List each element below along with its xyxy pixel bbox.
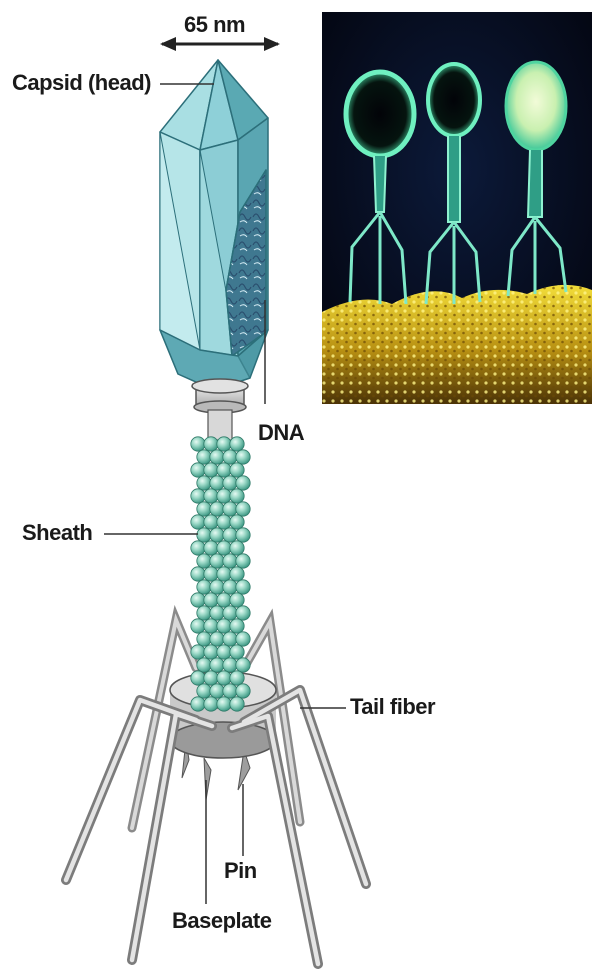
tail-fiber-label: Tail fiber	[350, 694, 435, 720]
sheath-bead	[191, 697, 205, 711]
sheath-bead	[210, 580, 224, 594]
sheath-bead	[236, 450, 250, 464]
sheath-bead	[197, 476, 211, 490]
sheath-bead	[191, 619, 205, 633]
sheath-bead	[230, 463, 244, 477]
sheath-bead	[210, 502, 224, 516]
sheath-bead	[223, 580, 237, 594]
sheath-bead	[191, 541, 205, 555]
scale-label: 65 nm	[184, 12, 245, 38]
sheath-bead	[197, 632, 211, 646]
sheath-bead	[217, 515, 231, 529]
sheath-bead	[204, 515, 218, 529]
sheath-bead	[204, 463, 218, 477]
sheath-bead	[197, 684, 211, 698]
sheath-bead	[191, 567, 205, 581]
sheath-bead	[197, 450, 211, 464]
sheath-bead	[191, 645, 205, 659]
dna-label: DNA	[258, 420, 304, 446]
sheath-bead	[236, 580, 250, 594]
sheath-bead	[230, 671, 244, 685]
sheath-beads	[191, 437, 250, 711]
sheath-bead	[191, 671, 205, 685]
sheath-bead	[217, 463, 231, 477]
sheath-bead	[236, 476, 250, 490]
sheath-bead	[230, 489, 244, 503]
sheath-bead	[230, 593, 244, 607]
sheath-bead	[204, 593, 218, 607]
sheath-bead	[223, 528, 237, 542]
sheath-bead	[230, 437, 244, 451]
sheath-bead	[197, 606, 211, 620]
sheath-bead	[217, 541, 231, 555]
capsid	[160, 60, 268, 390]
capsid-label: Capsid (head)	[12, 70, 151, 96]
sheath-bead	[210, 528, 224, 542]
sheath-bead	[217, 619, 231, 633]
sheath-bead	[197, 528, 211, 542]
sheath-bead	[204, 541, 218, 555]
sheath-label: Sheath	[22, 520, 92, 546]
collar	[192, 379, 248, 440]
sheath-bead	[230, 697, 244, 711]
sheath-bead	[197, 554, 211, 568]
sheath-bead	[223, 632, 237, 646]
sheath-bead	[204, 697, 218, 711]
sheath-bead	[230, 567, 244, 581]
sheath-bead	[236, 554, 250, 568]
sheath-bead	[236, 658, 250, 672]
sheath-bead	[230, 515, 244, 529]
pin-label: Pin	[224, 858, 257, 884]
sheath-bead	[210, 476, 224, 490]
sheath-bead	[217, 645, 231, 659]
sheath-bead	[204, 645, 218, 659]
sheath-bead	[217, 489, 231, 503]
sheath-bead	[204, 671, 218, 685]
sheath-bead	[210, 450, 224, 464]
sheath-bead	[217, 567, 231, 581]
sheath-bead	[210, 684, 224, 698]
sheath-bead	[223, 450, 237, 464]
sheath-bead	[223, 684, 237, 698]
sheath-bead	[191, 437, 205, 451]
sheath-bead	[217, 437, 231, 451]
sheath-bead	[230, 541, 244, 555]
sheath-bead	[210, 554, 224, 568]
sheath-bead	[191, 489, 205, 503]
sheath-bead	[197, 502, 211, 516]
sheath-bead	[191, 515, 205, 529]
sheath-bead	[191, 593, 205, 607]
sheath-bead	[217, 671, 231, 685]
sheath-bead	[230, 619, 244, 633]
baseplate-label: Baseplate	[172, 908, 271, 934]
sheath-bead	[210, 658, 224, 672]
sheath-bead	[223, 554, 237, 568]
sheath-bead	[236, 632, 250, 646]
sheath-bead	[191, 463, 205, 477]
sheath-bead	[223, 658, 237, 672]
sheath-bead	[197, 580, 211, 594]
sheath-bead	[204, 489, 218, 503]
sheath-bead	[223, 606, 237, 620]
sheath-bead	[236, 528, 250, 542]
sheath-bead	[204, 567, 218, 581]
sheath-bead	[217, 697, 231, 711]
sheath-bead	[217, 593, 231, 607]
sheath-bead	[236, 684, 250, 698]
sheath-bead	[210, 632, 224, 646]
sheath-bead	[236, 502, 250, 516]
sheath-bead	[210, 606, 224, 620]
sheath-bead	[223, 502, 237, 516]
sheath-bead	[236, 606, 250, 620]
sheath-bead	[197, 658, 211, 672]
sheath-bead	[204, 619, 218, 633]
sheath-bead	[230, 645, 244, 659]
sheath-bead	[204, 437, 218, 451]
scale-arrow	[160, 37, 280, 51]
sheath-bead	[223, 476, 237, 490]
